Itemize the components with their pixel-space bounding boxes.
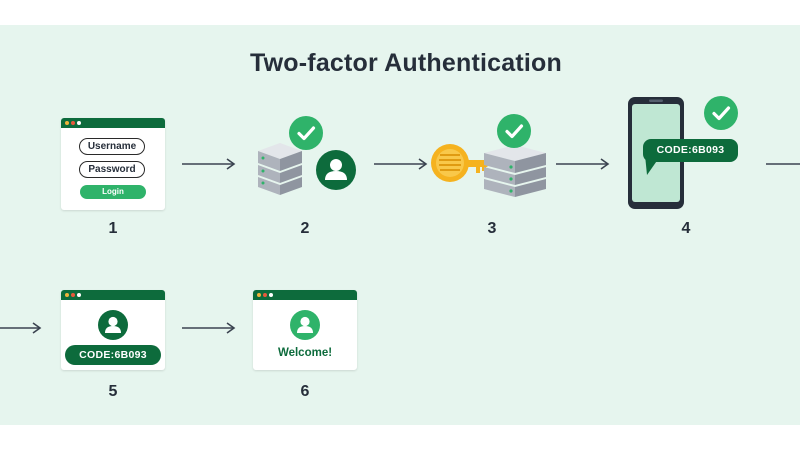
password-field[interactable]: Password [79, 161, 145, 178]
code-window: CODE:6B093 [61, 290, 165, 370]
arrow-right-icon [556, 158, 610, 170]
user-icon [316, 150, 356, 190]
welcome-message: Welcome! [277, 347, 333, 359]
user-icon [98, 310, 128, 340]
window-titlebar [253, 290, 357, 300]
diagram-title: Two-factor Authentication [250, 49, 562, 77]
check-circle-icon [497, 114, 531, 148]
step-number-5: 5 [108, 383, 118, 400]
window-titlebar [61, 290, 165, 300]
arrow-right-icon [0, 322, 42, 334]
step-number-2: 2 [300, 220, 310, 237]
arrow-right-icon [182, 322, 236, 334]
username-field[interactable]: Username [79, 138, 145, 155]
step-number-3: 3 [487, 220, 497, 237]
step-number-6: 6 [300, 383, 310, 400]
step-number-1: 1 [108, 220, 118, 237]
verification-code-bubble: CODE:6B093 [643, 139, 738, 162]
arrow-right-icon [374, 158, 428, 170]
welcome-window: Welcome! [253, 290, 357, 370]
server-icon [484, 145, 546, 197]
check-circle-icon [289, 116, 323, 150]
window-titlebar [61, 118, 165, 128]
key-icon [431, 144, 488, 182]
check-circle-icon [704, 96, 738, 130]
user-icon [290, 310, 320, 340]
server-icon [258, 143, 302, 195]
arrow-right-icon [182, 158, 236, 170]
step-number-4: 4 [681, 220, 691, 237]
code-pill: CODE:6B093 [65, 345, 161, 365]
login-button[interactable]: Login [80, 185, 146, 199]
arrow-line [766, 163, 800, 165]
login-window: Username Password Login [61, 118, 165, 210]
